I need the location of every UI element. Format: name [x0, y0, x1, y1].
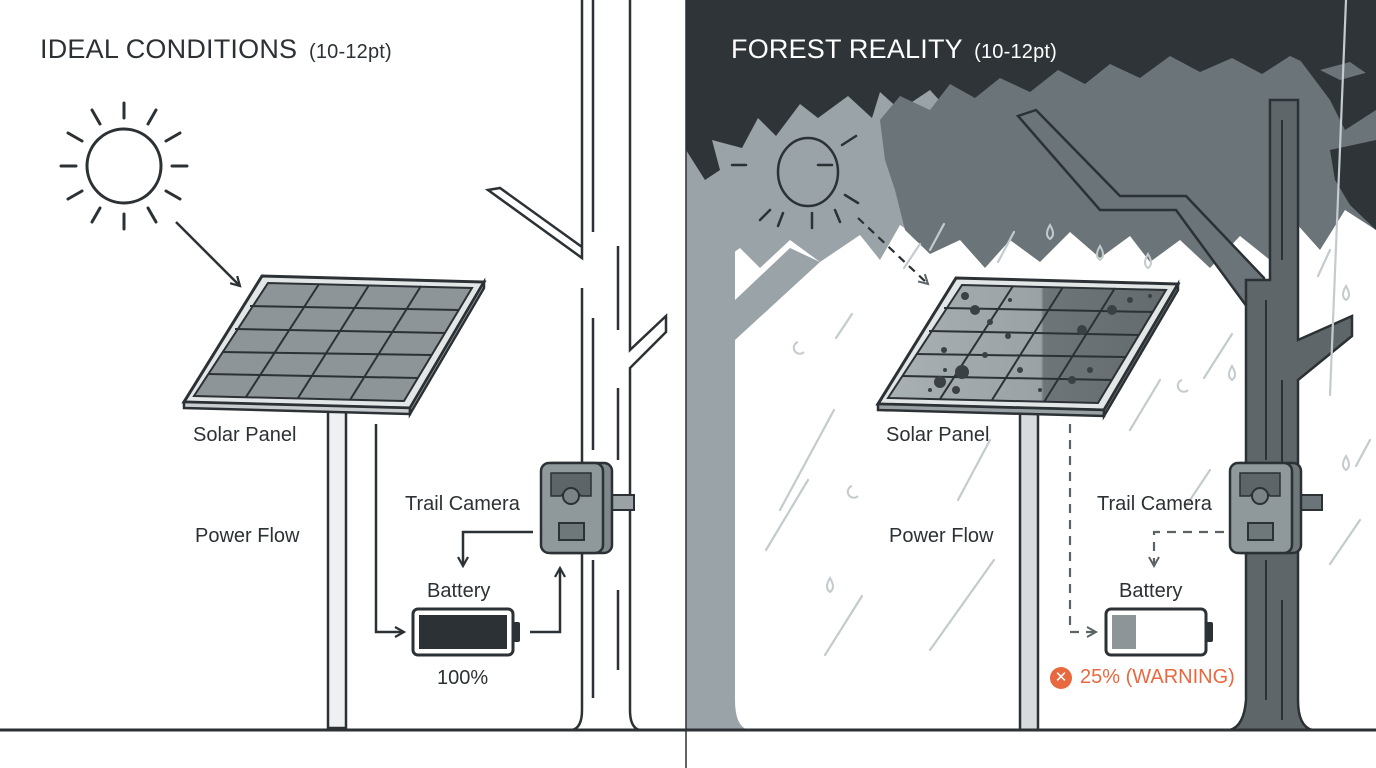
right-title-text: FOREST REALITY — [731, 34, 963, 64]
right-battery-label: Battery — [1119, 580, 1183, 602]
right-panel-title: FOREST REALITY (10-12pt) — [731, 34, 1057, 65]
left-title-text: IDEAL CONDITIONS — [40, 34, 298, 64]
right-battery-level: 25% (WARNING) — [1080, 666, 1235, 688]
weak-power-flow-arrow — [1068, 424, 1096, 632]
sunlight-arrow — [175, 221, 240, 286]
solar-panel-dirty — [875, 276, 1181, 421]
sun-obscured-icon — [730, 134, 860, 230]
left-battery-level: 100% — [437, 667, 489, 689]
left-battery-label: Battery — [427, 580, 491, 602]
canopy-right — [880, 56, 1376, 268]
power-flow-arrow — [374, 424, 404, 632]
panel-pole — [326, 400, 348, 730]
right-title-note: (10-12pt) — [974, 41, 1058, 63]
raindrops — [792, 223, 1350, 594]
left-title-note: (10-12pt) — [308, 41, 392, 63]
battery-to-camera-arrow — [530, 568, 560, 634]
tree-outline — [484, 0, 668, 732]
tree-branch-right — [1015, 108, 1266, 334]
battery-full-icon — [411, 607, 520, 657]
right-solar-panel-label: Solar Panel — [886, 424, 990, 446]
left-power-flow-label: Power Flow — [195, 525, 300, 547]
panel-pole — [1018, 398, 1040, 732]
left-panel-art — [59, 0, 668, 732]
right-power-flow-label: Power Flow — [889, 525, 994, 547]
x-circle-icon: ✕ — [1050, 666, 1072, 689]
right-trail-camera-label: Trail Camera — [1097, 493, 1212, 515]
weak-sunlight-arrow — [857, 217, 928, 284]
camera-to-battery-arrow — [463, 530, 533, 566]
dirt-spots — [928, 292, 1152, 394]
right-panel-art — [686, 0, 1376, 732]
trail-camera-icon — [539, 461, 635, 555]
left-solar-panel-label: Solar Panel — [193, 424, 297, 446]
sun-icon — [59, 101, 189, 231]
trail-camera-icon — [1228, 461, 1323, 555]
tree-trunk-left — [686, 210, 820, 730]
left-trail-camera-label: Trail Camera — [405, 493, 520, 515]
battery-low-icon — [1104, 607, 1213, 657]
left-panel-title: IDEAL CONDITIONS (10-12pt) — [40, 34, 392, 65]
battery-warning: ✕ 25% (WARNING) — [1050, 666, 1235, 689]
camera-to-battery-dashed-arrow — [1154, 530, 1224, 566]
solar-panel — [181, 274, 487, 419]
